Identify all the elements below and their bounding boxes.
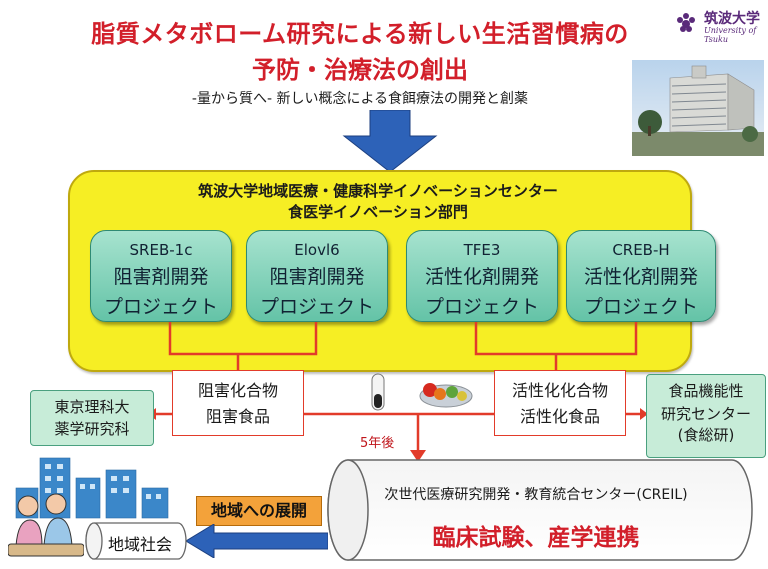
inhibitor-food: 阻害食品 [205,407,270,426]
community-cylinder [85,522,187,560]
project-type: 阻害剤開発 [113,266,209,288]
title-line-1: 脂質メタボローム研究による新しい生活習慣病の [91,20,629,48]
project-suffix: プロジェクト [424,296,539,318]
project-target: CREB-H [612,241,670,259]
inhibitor-box: 阻害化合物 阻害食品 [172,370,304,436]
project-target: Elovl6 [294,241,340,259]
project-suffix: プロジェクト [583,296,698,318]
building-photo [632,60,764,156]
project-card: TFE3 活性化剤開発 プロジェクト [406,230,558,322]
creil-cylinder [327,459,753,561]
project-card: CREB-H 活性化剤開発 プロジェクト [566,230,716,322]
left-arrow-icon [186,524,328,558]
project-type: 活性化剤開発 [424,266,539,288]
five-years-label: 5年後 [360,436,395,451]
project-target: SREB-1c [129,241,193,259]
creil-subtitle: 臨床試験、産学連携 [432,525,640,551]
tokyo-line-2: 薬学研究科 [54,420,130,438]
compound-and-food-icon [371,373,473,411]
inhibitor-compound: 阻害化合物 [197,381,278,400]
title-line-2: 予防・治療法の創出 [252,56,468,84]
subtitle: -量から質へ- 新しい概念による食餌療法の開発と創薬 [191,91,529,107]
people-icon [8,493,84,557]
community-label: 地域社会 [107,535,172,554]
creil-title: 次世代医療研究開発・教育統合センター(CREIL) [384,487,688,503]
logo-name: 筑波大学 [704,11,760,27]
project-target: TFE3 [463,241,501,259]
activator-food: 活性化食品 [519,407,600,426]
activator-box: 活性化化合物 活性化食品 [494,370,626,436]
food-line-2: 研究センター [660,405,751,423]
down-arrow-icon [342,110,438,173]
food-line-3: (食総研) [677,426,735,444]
project-card: SREB-1c 阻害剤開発 プロジェクト [90,230,232,322]
food-line-1: 食品機能性 [668,382,744,400]
project-suffix: プロジェクト [103,296,218,318]
project-type: 活性化剤開発 [583,266,698,288]
project-suffix: プロジェクト [259,296,374,318]
university-logo-icon [677,13,695,32]
panel-subheading: 食医学イノベーション部門 [288,203,468,221]
tokyo-line-1: 東京理科大 [54,398,130,416]
logo-subtext: University of Tsuku [704,26,757,44]
food-research-center-box: 食品機能性 研究センター (食総研) [646,374,766,458]
regional-expansion-label: 地域への展開 [196,496,322,526]
activator-compound: 活性化化合物 [511,381,608,400]
project-card: Elovl6 阻害剤開発 プロジェクト [246,230,388,322]
project-type: 阻害剤開発 [269,266,365,288]
tokyo-university-box: 東京理科大 薬学研究科 [30,390,154,446]
panel-heading: 筑波大学地域医療・健康科学イノベーションセンター [198,182,558,200]
